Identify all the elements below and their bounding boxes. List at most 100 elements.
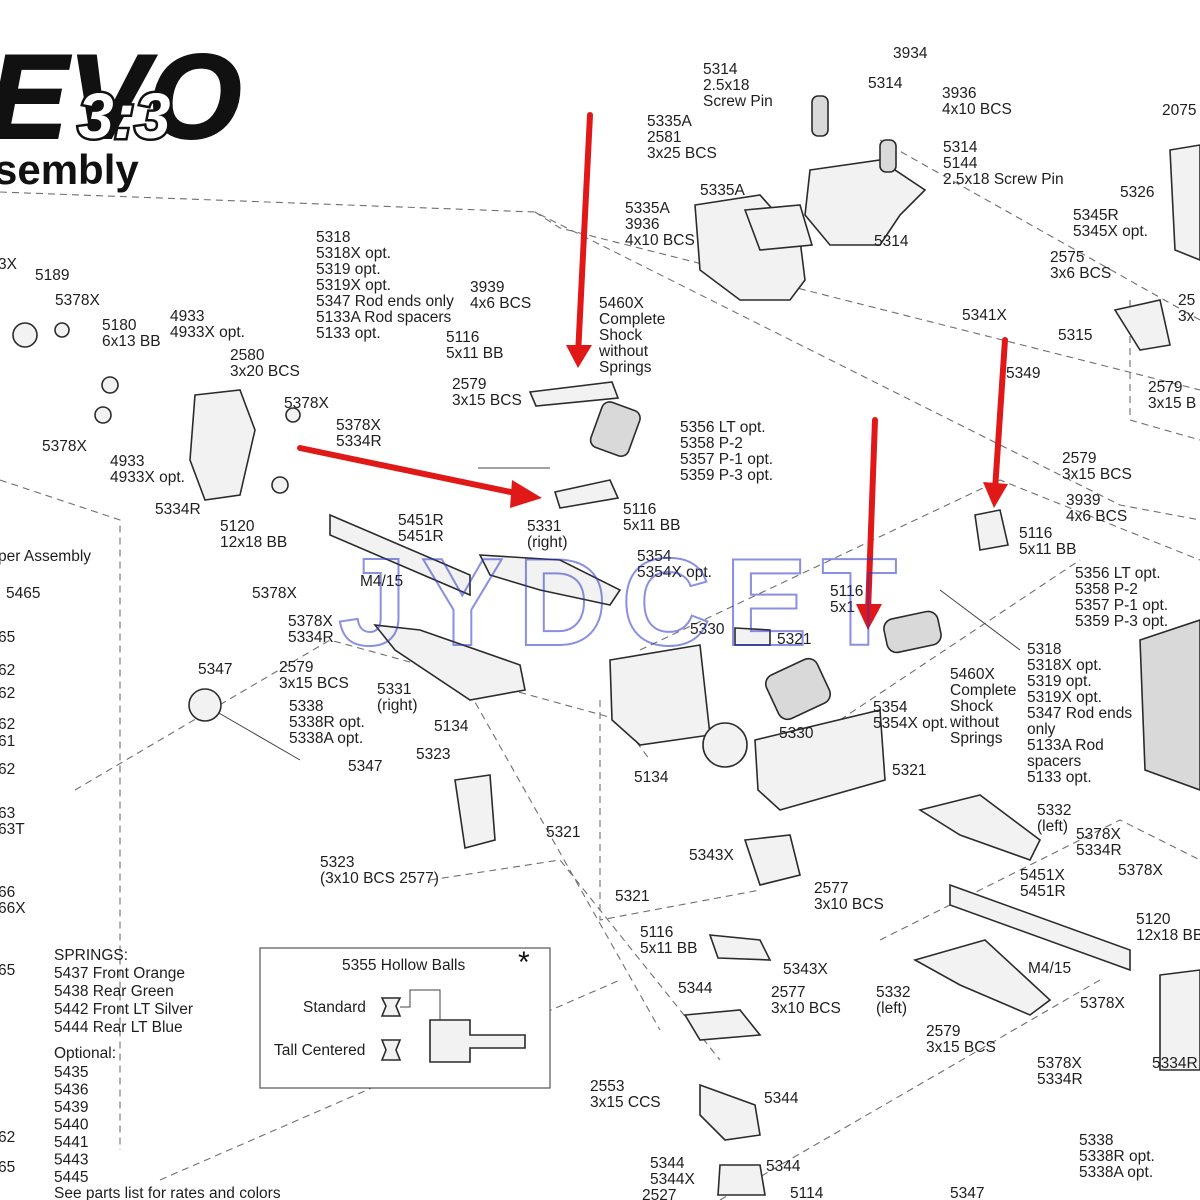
part-label-2075: 2075	[1162, 102, 1196, 119]
servo-saver-part	[708, 934, 772, 961]
bearing-part-5	[271, 476, 289, 494]
front-diff-housing	[609, 644, 711, 746]
logo-sub-text: 3:3	[78, 80, 171, 152]
red-arrow-2-head	[510, 480, 542, 508]
part-label-5341x: 5341X	[962, 307, 1007, 324]
part-label-5334ra: 5334R	[155, 501, 201, 518]
part-label-line: 5318X opt.	[1027, 657, 1102, 674]
servo-arm-part	[699, 1083, 761, 1141]
part-label-5335a2: 5335A	[700, 182, 745, 199]
part-label-line: 5378X	[336, 417, 381, 434]
part-label-line: Complete	[599, 311, 665, 328]
part-label-line: 5378X	[1037, 1055, 1082, 1072]
part-label-5465: 5465	[6, 585, 40, 602]
asterisk-mark: *	[518, 946, 530, 979]
part-label-5321d: 5321	[615, 888, 649, 905]
part-label-line: 5116	[623, 501, 656, 518]
part-label-5344d: 5344	[766, 1158, 801, 1175]
bumper-mount-part	[743, 204, 814, 251]
part-label-5134b: 5134	[634, 769, 669, 786]
steering-link-part	[683, 1009, 762, 1041]
screw-pin-part-2	[879, 139, 897, 173]
part-label-line: 3x20 BCS	[230, 363, 300, 380]
bearing-part-2	[101, 376, 119, 394]
part-label-line: 5338R opt.	[289, 714, 365, 731]
part-label-line: 5347	[198, 661, 232, 678]
left-edge-number: 62	[0, 716, 15, 733]
part-label-5321b: 5321	[892, 762, 926, 779]
part-label-line: 2579	[279, 659, 313, 676]
optional-spring-item: 5435	[54, 1064, 88, 1081]
part-label-line: 5341X	[962, 307, 1007, 324]
part-label-5189: 5189	[35, 267, 69, 284]
part-label-line: 5116	[640, 924, 673, 941]
part-label-line: 5344	[650, 1155, 685, 1172]
spring-item: 5437 Front Orange	[54, 965, 185, 982]
part-label-line: 5349	[1006, 365, 1040, 382]
shock-link-part	[528, 381, 620, 407]
part-label-line: 4x6 BCS	[1066, 508, 1127, 525]
part-label-line: 2575	[1050, 249, 1084, 266]
tall-ball-icon	[380, 1039, 402, 1061]
left-edge-number: 62	[0, 761, 15, 778]
part-label-line: 5x11 BB	[640, 940, 697, 957]
red-arrow-3-head	[856, 604, 882, 630]
part-label-5314b: 5314	[868, 75, 903, 92]
part-label-line: 5334R	[1076, 842, 1122, 859]
spring-item: 5438 Rear Green	[54, 983, 174, 1000]
part-label-5332a: 5332(left)	[1037, 802, 1071, 835]
part-label-line: 5347	[950, 1185, 984, 1200]
part-label-line: 5359 P-3 opt.	[680, 467, 773, 484]
part-label-line: 5334R	[288, 629, 334, 646]
part-label-line: 5354	[873, 699, 908, 716]
part-label-line: 5314	[703, 61, 738, 78]
red-arrow-4	[992, 337, 1008, 493]
part-label-line: 5345X opt.	[1073, 223, 1148, 240]
part-label-line: 4x10 BCS	[625, 232, 695, 249]
part-label-line: 4933	[110, 453, 144, 470]
left-edge-number: 63T	[0, 821, 25, 838]
standard-ball-lead	[400, 989, 441, 1020]
part-label-line: 5133A Rod	[1027, 737, 1104, 754]
part-label-5347a: 5347	[198, 661, 232, 678]
part-label-line: 5338	[1079, 1132, 1113, 1149]
part-label-line: 5343X	[689, 847, 734, 864]
part-label-5347c: 5347	[950, 1185, 984, 1200]
optional-spring-item: 5440	[54, 1117, 89, 1134]
parts-drawing	[12, 95, 1200, 1196]
part-label-5349: 5349	[1006, 365, 1040, 382]
part-label-line: 5321	[892, 762, 926, 779]
tall-centered-ball-label: Tall Centered	[274, 1042, 365, 1059]
part-label-line: 5116	[830, 583, 863, 600]
watermark-text: JYDCET	[338, 534, 911, 672]
part-label-line: 2579	[452, 376, 486, 393]
part-label-5378xd: 5378X	[42, 438, 87, 455]
left-edge-number: 61	[0, 733, 15, 750]
part-label-line: 5x11 BB	[1019, 541, 1076, 558]
part-label-line: Shock	[950, 698, 993, 715]
part-label-5314d: 5314	[874, 233, 909, 250]
part-label-line: Screw Pin	[703, 93, 773, 110]
part-label-5334rb: 5334R	[1152, 1055, 1198, 1072]
part-label-line: (3x10 BCS 2577)	[320, 870, 439, 887]
part-label-5326: 5326	[1120, 184, 1154, 201]
